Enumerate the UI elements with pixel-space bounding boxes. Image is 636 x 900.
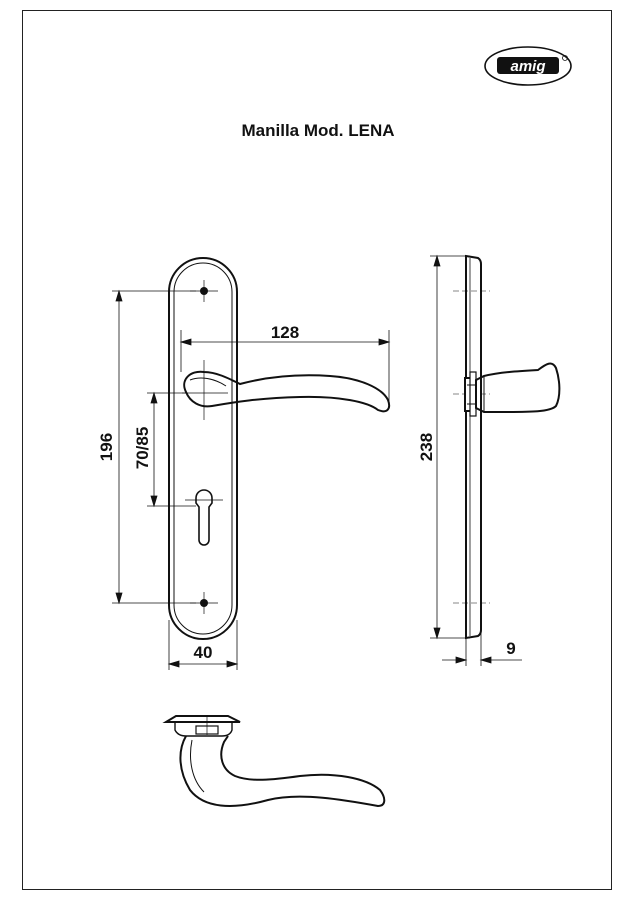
backplate-side-view [453, 254, 490, 640]
svg-text:amig: amig [510, 58, 545, 75]
dimension-plate-width-label: 40 [194, 643, 213, 662]
keyhole [185, 489, 223, 546]
dimension-handle-to-key [147, 391, 196, 508]
dimension-plate-thickness [442, 632, 522, 666]
lever-handle-top-view [162, 715, 386, 808]
dimension-total-height-label: 238 [417, 433, 436, 461]
backplate-front-view [168, 257, 238, 640]
dimension-plate-width [167, 620, 239, 670]
dimension-plate-height [112, 289, 196, 605]
drawing-title: Manilla Mod. LENA [241, 121, 395, 140]
amig-logo: amig [484, 46, 572, 86]
dimension-handle-length [179, 330, 391, 404]
dimension-total-height [430, 254, 470, 640]
lever-handle-side [464, 362, 561, 417]
dimension-plate-thickness-label: 9 [506, 639, 515, 658]
lever-handle-front [182, 360, 391, 420]
dimension-plate-height-label: 196 [97, 433, 116, 461]
dimension-handle-length-label: 128 [271, 323, 299, 342]
sheet-border [22, 10, 612, 890]
dimension-handle-to-key-label: 70/85 [133, 427, 152, 470]
